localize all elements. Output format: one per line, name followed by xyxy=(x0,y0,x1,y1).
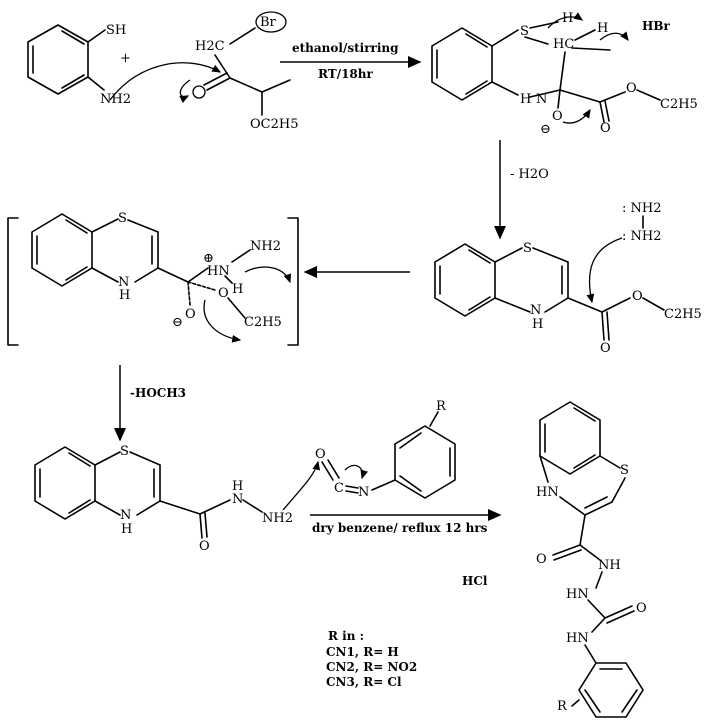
curved-arrow-nh xyxy=(244,266,292,284)
inter1-h-label: H xyxy=(520,92,531,107)
inter1-n-label: N xyxy=(536,92,547,107)
step1-condition-bottom: RT/18hr xyxy=(318,67,373,81)
inter3-minus-label: ⊖ xyxy=(172,315,183,330)
hcl-label: HCl xyxy=(462,574,488,588)
inter3-nh2-label: NH2 xyxy=(250,239,281,254)
br-label: Br xyxy=(260,15,277,30)
curved-arrow-sh xyxy=(547,12,584,29)
hydrazide: S N H O H N NH2 xyxy=(34,444,293,554)
curved-arrow-amine-attack xyxy=(109,62,222,101)
aryl-isocyanate: O C N R xyxy=(315,399,456,500)
inter1-ester-o-label: O xyxy=(626,81,637,96)
hydrazine-nh2b: : NH2 xyxy=(622,229,662,244)
product-o1-label: O xyxy=(536,552,547,567)
legend-item: CN3, R= Cl xyxy=(326,675,402,689)
product-o2-label: O xyxy=(636,601,647,616)
curved-arrow-isocyanate xyxy=(344,464,368,480)
inter1-co-o-label: O xyxy=(600,121,611,136)
product-hn2-label: HN xyxy=(566,587,589,602)
inter1-h1-label: H xyxy=(562,11,573,26)
inter2-h-label: H xyxy=(532,317,543,332)
step5-condition: dry benzene/ reflux 12 hrs xyxy=(312,521,488,535)
curved-arrow-carbonyl xyxy=(179,79,191,103)
curved-arrow-oet xyxy=(203,299,242,343)
iso-n-label: N xyxy=(358,485,369,500)
inter1-minus-label: ⊖ xyxy=(540,122,551,137)
plus-sign: + xyxy=(120,51,131,66)
inter1-h2-label: H xyxy=(597,21,608,36)
inter3-oet-label: C2H5 xyxy=(244,315,282,330)
inter3-h-label: H xyxy=(119,288,130,303)
curved-arrow-hydrazide-attack xyxy=(282,460,321,511)
hydrazide-s-label: S xyxy=(120,444,129,459)
aminothiophenol: SH NH2 + xyxy=(27,23,131,107)
nh2-label: NH2 xyxy=(100,92,131,107)
inter1-oet-label: C2H5 xyxy=(660,97,698,112)
inter1-hc-label: HC xyxy=(553,37,574,52)
oet-label: OC2H5 xyxy=(250,117,298,132)
inter2-n-label: N xyxy=(530,303,541,318)
hydrazide-h-label: H xyxy=(121,522,132,537)
product-s-label: S xyxy=(620,463,629,478)
inter2-co-o: O xyxy=(600,341,611,356)
curved-arrow-hydrazine xyxy=(586,237,623,304)
inter1-s-label: S xyxy=(520,24,529,39)
inter3-plus-label: ⊕ xyxy=(203,251,214,266)
hbr-label: HBr xyxy=(642,19,670,33)
intermediate-3: S N H ⊕ HN NH2 H O ⊖ O C2H5 xyxy=(7,211,299,346)
inter1-o-label: O xyxy=(552,109,563,124)
legend-item: CN2, R= NO2 xyxy=(326,660,417,674)
inter2-ester-o: O xyxy=(632,289,643,304)
intermediate-2: S N H O O C2H5 xyxy=(434,241,702,356)
intermediate-1: S H HC H H N O ⊖ O O C2H5 HBr xyxy=(431,11,698,137)
step1-condition-top: ethanol/stirring xyxy=(292,41,399,55)
step2-label: - H2O xyxy=(510,167,549,182)
product-hn1-label: HN xyxy=(536,485,559,500)
inter3-s-label: S xyxy=(118,211,127,226)
legend-title: R in : xyxy=(328,629,364,643)
curved-arrow-ch xyxy=(599,31,629,42)
hydrazide-o-label: O xyxy=(199,539,210,554)
sh-label: SH xyxy=(106,23,126,38)
final-product: S HN O NH HN O HN R xyxy=(536,401,647,718)
product-hn3-label: HN xyxy=(566,631,589,646)
hydrazide-nh-n: N xyxy=(232,492,243,507)
ethyl-bromopyruvate: H2C Br OC2H5 xyxy=(192,11,298,132)
hydrazide-nh2-label: NH2 xyxy=(262,511,293,526)
product-nh-label: NH xyxy=(598,558,621,573)
hydrazine-nh2a: : NH2 xyxy=(622,201,662,216)
iso-c-label: C xyxy=(334,481,344,496)
hydrazide-n-label: N xyxy=(120,508,131,523)
inter3-hh-label: H xyxy=(232,282,243,297)
inter3-n-label: N xyxy=(118,275,129,290)
legend-item: CN1, R= H xyxy=(326,645,399,659)
substituent-legend: R in : CN1, R= H CN2, R= NO2 CN3, R= Cl xyxy=(326,629,417,689)
hydrazide-nh-h: H xyxy=(232,479,243,494)
step4-label: -HOCH3 xyxy=(130,386,186,400)
iso-o-label: O xyxy=(315,447,326,462)
inter2-s-label: S xyxy=(523,241,532,256)
iso-r-label: R xyxy=(436,399,447,414)
inter2-oet-label: C2H5 xyxy=(664,307,702,322)
ch2-label: H2C xyxy=(195,39,225,54)
inter3-hn-label: HN xyxy=(207,264,230,279)
inter3-ester-o: O xyxy=(218,286,229,301)
inter3-o-label: O xyxy=(185,307,196,322)
curved-arrow-oxide xyxy=(562,108,591,124)
product-r-label: R xyxy=(557,699,568,714)
